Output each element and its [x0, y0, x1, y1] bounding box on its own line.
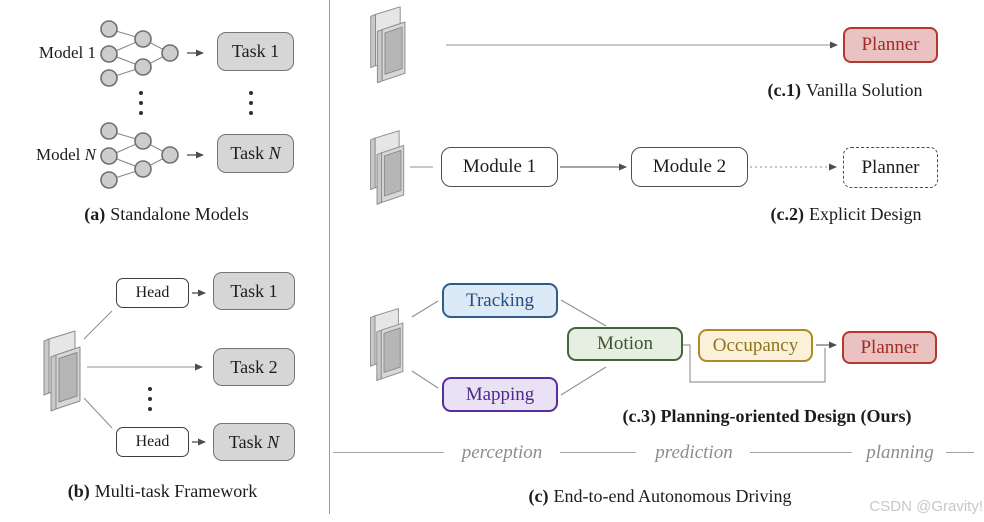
caption-c3: (c.3) Planning-oriented Design (Ours): [622, 406, 912, 426]
backbone-icon: [370, 308, 404, 382]
caption-c: (c)End-to-end Autonomous Driving: [528, 486, 792, 506]
stage-label-planning: planning: [866, 442, 934, 463]
model1-label: Model 1: [38, 43, 96, 62]
head-top-box: Head: [116, 278, 189, 308]
ellipsis-dots: [249, 91, 253, 115]
column-divider: [329, 0, 331, 514]
caption-c2: (c.2)Explicit Design: [770, 204, 922, 224]
stage-axis-segment: [560, 452, 636, 454]
backbone-icon: [370, 6, 406, 84]
ellipsis-dots: [139, 91, 143, 115]
backbone-icon: [370, 130, 405, 205]
module1-box: Module 1: [441, 147, 558, 187]
stage-axis-segment: [750, 452, 852, 454]
stage-label-perception: perception: [461, 442, 543, 463]
task2-box-b: Task 2: [213, 348, 295, 386]
head-bottom-box: Head: [116, 427, 189, 457]
planner-box-c3: Planner: [842, 331, 937, 364]
occupancy-box: Occupancy: [698, 329, 813, 362]
line-backbone-head-top: [83, 310, 113, 340]
stage-axis-segment: [946, 452, 974, 454]
taskN-box-b: Task N: [213, 423, 295, 461]
task1-box-b: Task 1: [213, 272, 295, 310]
caption-a: (a)Standalone Models: [84, 204, 249, 224]
caption-c1: (c.1)Vanilla Solution: [767, 80, 923, 100]
motion-box: Motion: [567, 327, 683, 361]
stage-label-prediction: prediction: [655, 442, 733, 463]
stage-axis-segment: [333, 452, 444, 454]
module2-box: Module 2: [631, 147, 748, 187]
line-tracking-motion: [560, 299, 607, 327]
line-backbone-head-bottom: [83, 397, 113, 429]
neural-network-icon: [100, 20, 179, 87]
neural-network-icon: [100, 122, 179, 189]
planner-dashed-box: Planner: [843, 147, 938, 188]
planner-box-c1: Planner: [843, 27, 938, 63]
tracking-box: Tracking: [442, 283, 558, 318]
caption-b: (b)Multi-task Framework: [67, 481, 258, 501]
task1-box-a: Task 1: [217, 32, 294, 71]
line-mapping-motion: [560, 366, 607, 396]
line-backbone-mapping: [411, 370, 439, 389]
taskN-box-a: Task N: [217, 134, 294, 173]
mapping-box: Mapping: [442, 377, 558, 412]
ellipsis-dots: [148, 387, 152, 411]
line-backbone-tracking: [411, 300, 439, 318]
modelN-label: Model N: [36, 145, 96, 164]
backbone-icon: [43, 330, 81, 412]
watermark: CSDN @Gravity!: [869, 498, 983, 515]
